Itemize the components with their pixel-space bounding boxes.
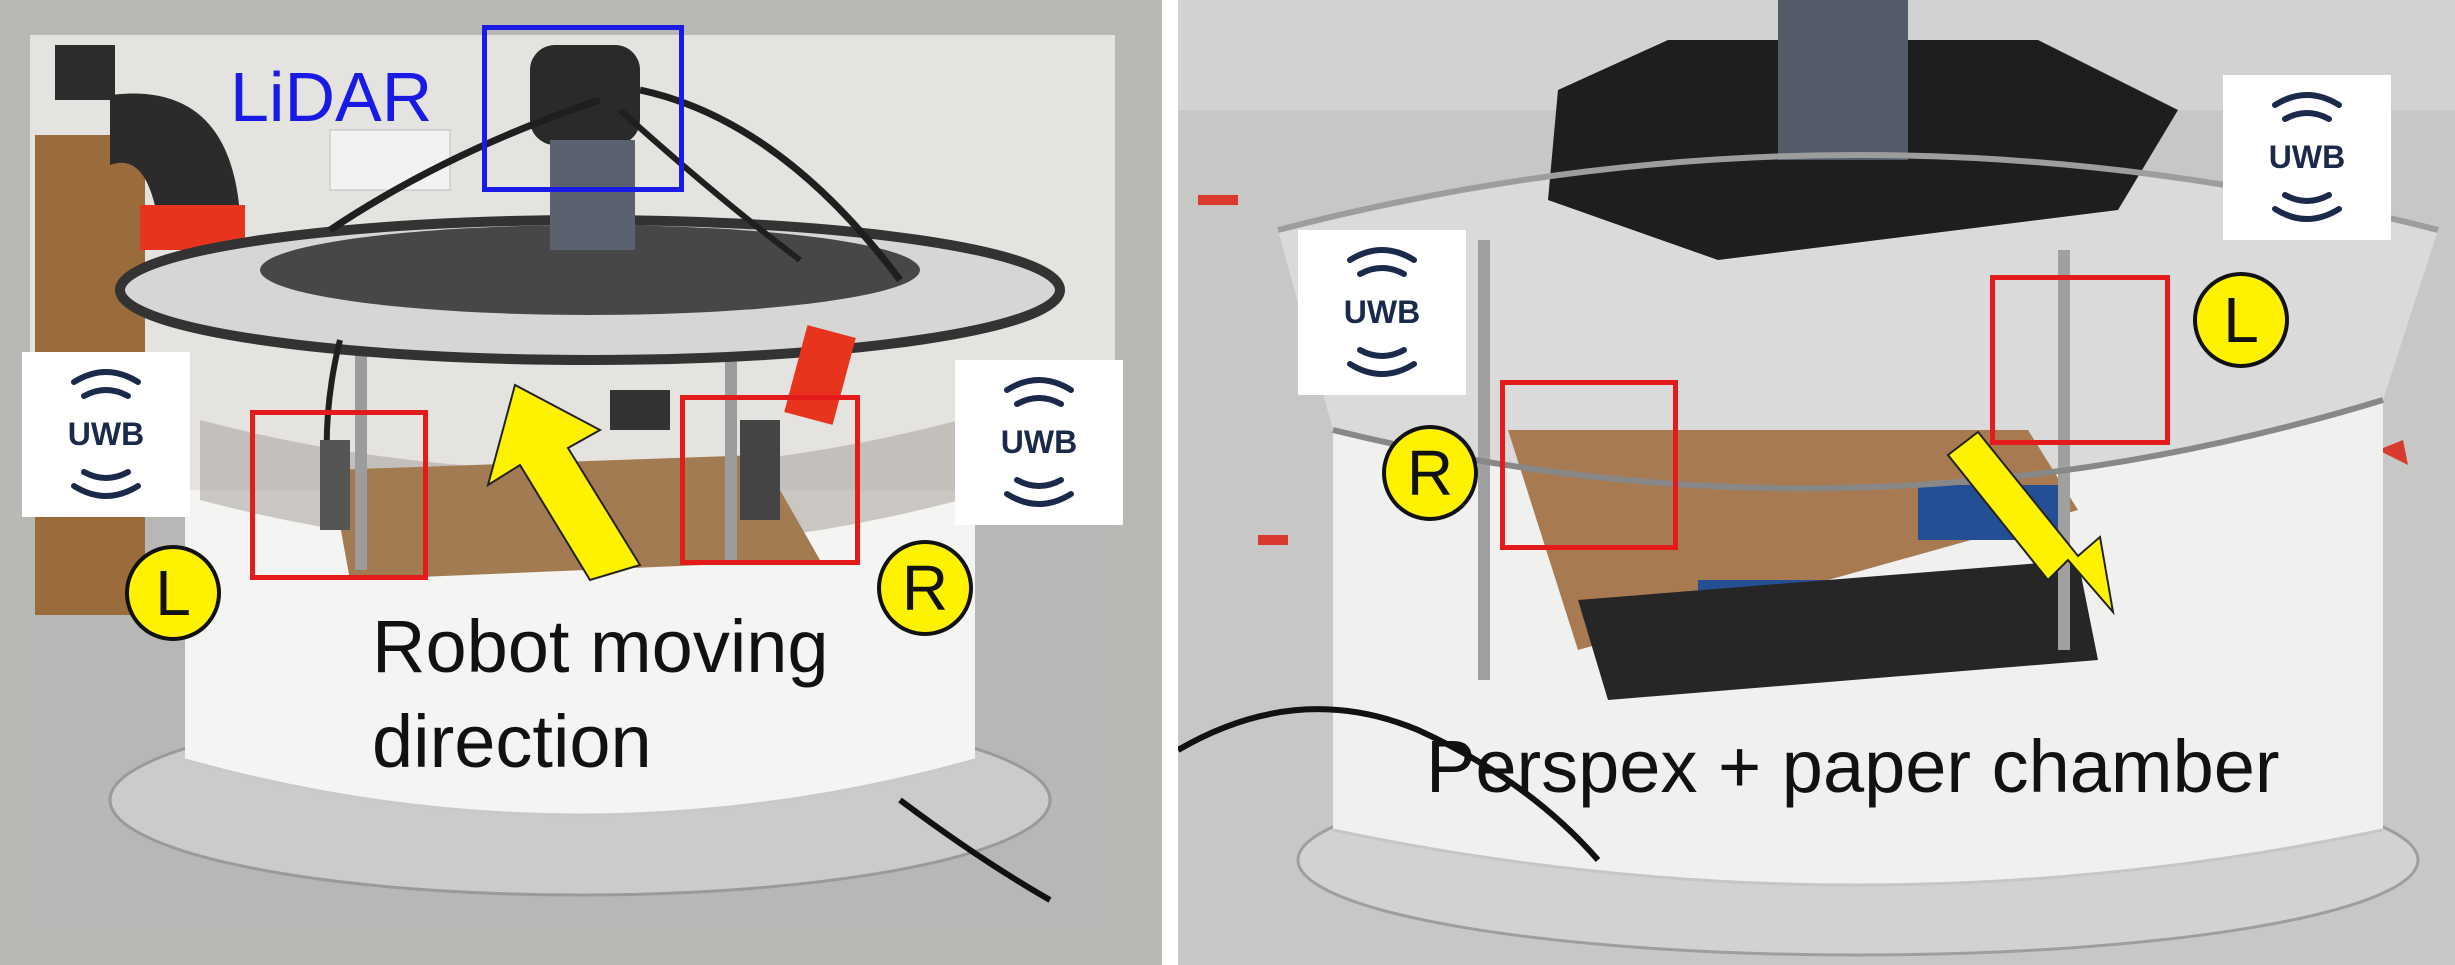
uwb-signal-icon (2272, 92, 2342, 222)
moving-direction-arrow (1946, 430, 2115, 616)
right-panel-l-sensor-box (1990, 275, 2170, 445)
badge-left-l: L (125, 545, 221, 641)
left-photo-panel: LiDAR UWB UWB L R Robot moving direction (0, 0, 1162, 965)
uwb-label: UWB (1000, 424, 1078, 460)
right-panel-r-sensor-box (1500, 380, 1678, 550)
badge-left-r: R (877, 540, 973, 636)
right-sensor-box (680, 395, 860, 565)
uwb-signal-icon (1004, 377, 1074, 507)
chamber-caption: Perspex + paper chamber (1426, 725, 2280, 808)
uwb-label: UWB (1343, 294, 1421, 330)
uwb-signal-icon (1347, 247, 1417, 377)
right-photo-panel: UWB UWB R L Perspex + paper chamber (1178, 0, 2455, 965)
uwb-card-left: UWB (1298, 230, 1466, 395)
uwb-card-right: UWB (955, 360, 1123, 525)
uwb-signal-icon (71, 369, 141, 499)
uwb-label: UWB (67, 416, 145, 452)
uwb-label: UWB (2268, 139, 2346, 175)
caption-line-1: Robot moving (372, 605, 829, 688)
lidar-label: LiDAR (230, 58, 433, 136)
lidar-box (482, 25, 684, 192)
caption-line-2: direction (372, 700, 652, 783)
left-sensor-box (250, 410, 428, 580)
badge-right-l: L (2193, 272, 2289, 368)
moving-direction-arrow (486, 383, 642, 582)
uwb-card-right: UWB (2223, 75, 2391, 240)
badge-right-r: R (1382, 425, 1478, 521)
uwb-card-left: UWB (22, 352, 190, 517)
left-robot-photo (30, 35, 1115, 935)
